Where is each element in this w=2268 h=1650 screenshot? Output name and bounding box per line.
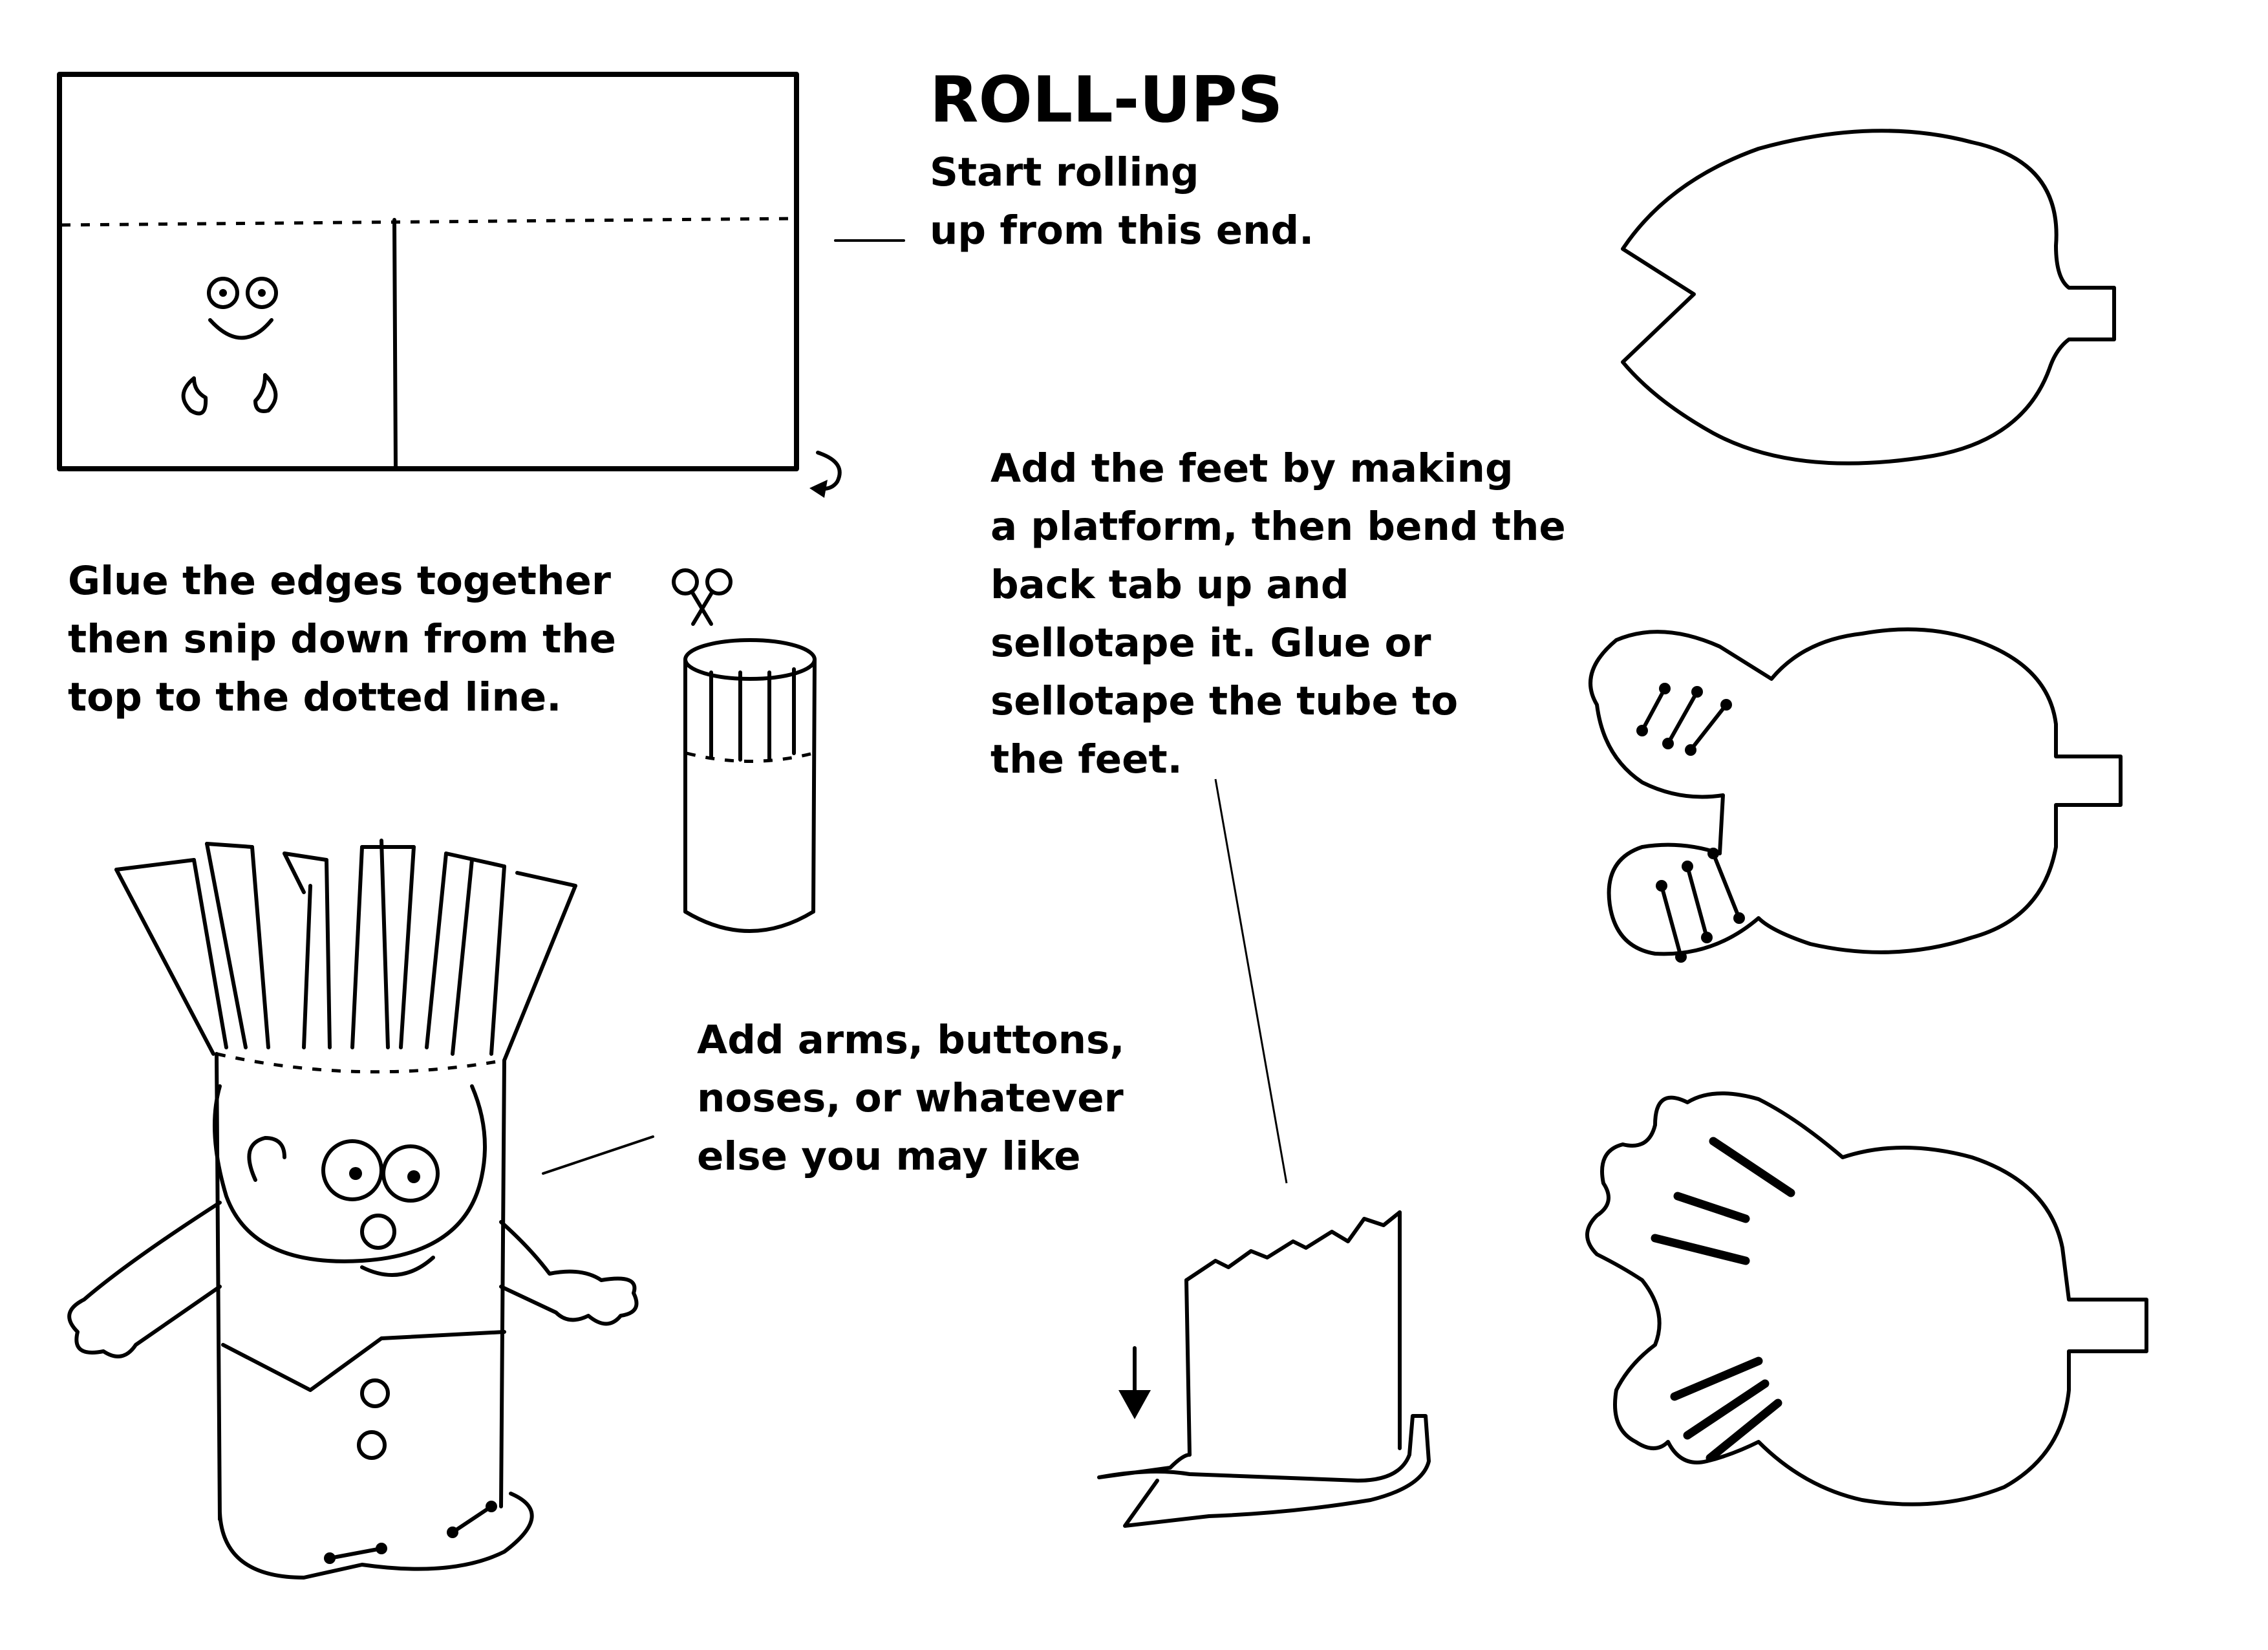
feet-platform-diagram [1097,778,1431,1528]
page-title: ROLL-UPS [930,63,1283,137]
down-arrow-icon [1118,1346,1151,1419]
feet-line-3: back tab up and [990,562,1349,608]
character-illustration [67,839,654,1580]
scissors-icon [672,568,733,626]
feet-line-5: sellotape the tube to [990,678,1459,724]
feet-line-2: a platform, then bend the [990,504,1566,550]
arms-line-1: Add arms, buttons, [697,1017,1125,1063]
glue-line-1: Glue the edges together [68,558,611,604]
foot-template-simple [1621,129,2116,466]
feet-line-1: Add the feet by making [990,445,1514,491]
glue-line-2: then snip down from the [68,616,617,662]
rolling-line-1: Start rolling [930,149,1199,195]
foot-template-bee [1589,627,2123,963]
curl-arrow-icon [809,451,842,498]
foot-template-frog [1585,1091,2148,1506]
feet-line-6: the feet. [990,736,1182,782]
feet-line-4: sellotape it. Glue or [990,620,1431,666]
tube-diagram [683,638,817,933]
template-face [181,277,278,416]
glue-line-3: top to the dotted line. [68,674,562,720]
arms-line-3: else you may like [697,1133,1081,1179]
rolling-line-2: up from this end. [930,208,1314,253]
arms-line-2: noses, or whatever [697,1075,1124,1121]
template-sheet [57,72,905,498]
